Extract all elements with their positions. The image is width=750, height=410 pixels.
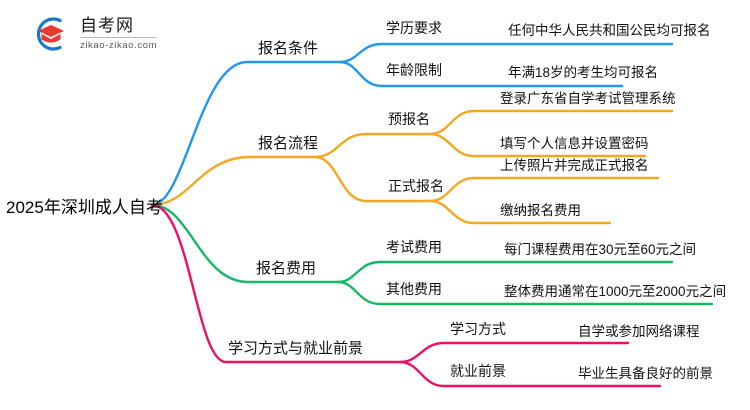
subnode-qitafeiyong[interactable]: 其他费用 [386, 281, 442, 297]
leaf-node[interactable]: 年满18岁的考生均可报名 [508, 65, 659, 80]
site-url: zikao-zikao.com [80, 40, 158, 52]
subnode-jiuyeqianjing[interactable]: 就业前景 [450, 363, 506, 379]
leaf-node[interactable]: 上传照片并完成正式报名 [500, 158, 649, 173]
subnode-yubaoming[interactable]: 预报名 [388, 111, 430, 127]
subnode-kaoshifeiyong[interactable]: 考试费用 [386, 239, 442, 255]
subnode-zhengshibaoming[interactable]: 正式报名 [388, 178, 444, 194]
leaf-node[interactable]: 填写个人信息并设置密码 [500, 136, 649, 151]
leaf-node[interactable]: 自学或参加网络课程 [578, 324, 700, 339]
branch-node-xuexifangshi[interactable]: 学习方式与就业前景 [228, 340, 364, 357]
leaf-node[interactable]: 登录广东省自学考试管理系统 [500, 91, 676, 106]
leaf-node[interactable]: 毕业生具备良好的前景 [578, 366, 713, 381]
site-logo: 自考网 zikao-zikao.com [30, 14, 158, 54]
subnode-xuelìyaoqiu[interactable]: 学历要求 [386, 20, 442, 36]
leaf-node[interactable]: 缴纳报名费用 [500, 203, 581, 218]
branch-node-baomingtiaojian[interactable]: 报名条件 [258, 40, 319, 57]
zikao-logo-icon [30, 14, 72, 54]
branch-node-baomingliucheng[interactable]: 报名流程 [258, 135, 319, 152]
mindmap-root-node[interactable]: 2025年深圳成人自考 [6, 198, 163, 217]
leaf-node[interactable]: 整体费用通常在1000元至2000元之间 [504, 284, 727, 299]
site-name: 自考网 [80, 17, 158, 39]
branch-node-baomingfeiyong[interactable]: 报名费用 [256, 260, 317, 277]
subnode-xuexifangshi[interactable]: 学习方式 [450, 321, 506, 337]
subnode-nianlingxianzhi[interactable]: 年龄限制 [386, 62, 442, 78]
leaf-node[interactable]: 每门课程费用在30元至60元之间 [504, 242, 697, 257]
leaf-node[interactable]: 任何中华人民共和国公民均可报名 [508, 23, 711, 38]
